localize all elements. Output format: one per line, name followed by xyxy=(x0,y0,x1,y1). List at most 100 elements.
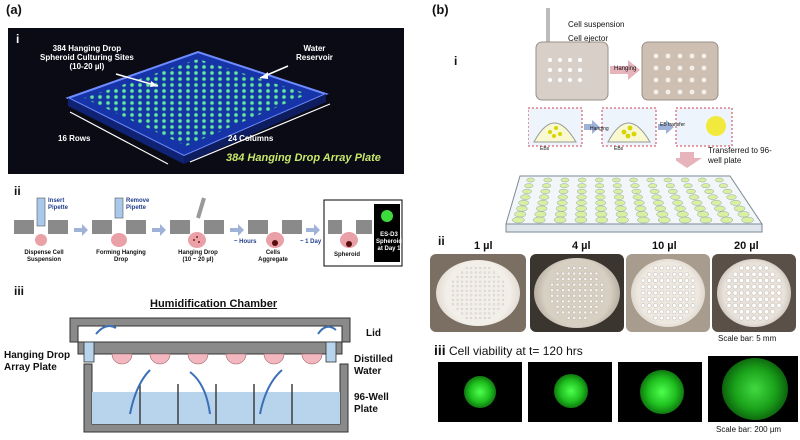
step3-graphic xyxy=(170,197,224,248)
lid-label: Lid xyxy=(366,328,381,339)
distilled-line2: Water xyxy=(354,366,382,377)
plate-title: 384 Hanging Drop Array Plate xyxy=(226,152,381,164)
step3-caption: Hanging Drop (10 ~ 20 µl) xyxy=(168,250,228,264)
rows-dimension xyxy=(69,111,169,165)
process-diagram xyxy=(14,197,403,267)
remove-line1: Remove xyxy=(126,198,150,204)
reservoir-label: Water Reservoir xyxy=(296,44,333,62)
es-line3: at Day 1 xyxy=(377,246,401,252)
viability-img-2 xyxy=(528,362,612,422)
b-ii-label: ii xyxy=(438,234,445,248)
viability-text: Cell viability at t= 120 hrs xyxy=(449,344,583,358)
step3-line2: (10 ~ 20 µl) xyxy=(182,257,214,263)
es-line1: ES-D3 xyxy=(380,232,398,238)
hd-plate-line2: Array Plate xyxy=(4,362,57,373)
hd-plate xyxy=(77,341,343,355)
step2-line1: Forming Hanging xyxy=(96,250,146,256)
chamber-title: Humidification Chamber xyxy=(150,298,278,310)
plate-photo xyxy=(8,28,404,174)
step3-line1: Hanging Drop xyxy=(178,250,218,256)
distilled-label: Distilled Water xyxy=(354,354,393,378)
hanging-small-label: Hanging xyxy=(590,126,609,132)
sites-label: 384 Hanging Drop Spheroid Culturing Site… xyxy=(40,44,134,71)
es-line2: Spheroid xyxy=(376,239,403,245)
step1-caption: Dispense Cell Suspension xyxy=(14,250,74,264)
well-plate-frame xyxy=(83,363,349,433)
step4-line1: Cells xyxy=(265,250,281,256)
a-ii-label: ii xyxy=(14,184,21,198)
eb-transfer-label: EB transfer xyxy=(660,122,686,128)
step1-graphic xyxy=(14,197,68,246)
cell-suspension-label: Cell suspension xyxy=(568,20,625,29)
hours-label: ~ Hours xyxy=(234,239,257,245)
hd-plate-label: Hanging Drop Array Plate xyxy=(4,350,70,374)
step5-graphic xyxy=(328,220,372,248)
ebs-label: EBs xyxy=(540,146,550,152)
spheroid-3 xyxy=(640,370,684,414)
step4-line2: Aggregate xyxy=(258,257,288,263)
plate-side-right xyxy=(184,94,326,164)
plate-side-left xyxy=(68,98,184,164)
viability-title: iii Cell viability at t= 120 hrs xyxy=(434,342,583,358)
b-iii-label: iii xyxy=(434,342,446,358)
petri-2 xyxy=(530,254,624,332)
arrow-3 xyxy=(230,224,244,236)
drop-arrays xyxy=(452,265,782,321)
a-iii-label: iii xyxy=(14,284,25,298)
step4-caption: Cells Aggregate xyxy=(248,250,298,264)
ejector xyxy=(546,8,550,48)
es-d3-caption: ES-D3 Spheroid at Day 1 xyxy=(376,232,402,253)
transferred-label: Transferred to 96- well plate xyxy=(708,146,772,166)
reservoir-line2: Reservoir xyxy=(296,53,333,62)
vol-2: 4 µl xyxy=(572,240,591,252)
b-i-label: i xyxy=(454,54,458,68)
sites-label-line1: 384 Hanging Drop xyxy=(52,44,122,53)
plate-drawing xyxy=(65,50,331,165)
columns-label: 24 Columns xyxy=(228,134,274,143)
vol-4: 20 µl xyxy=(734,240,759,252)
dish-after xyxy=(641,41,719,101)
insert-line2: Pipette xyxy=(48,205,69,211)
vol-1: 1 µl xyxy=(474,240,493,252)
chamber-diagram xyxy=(69,317,351,433)
hanging-label: Hanging xyxy=(614,66,637,72)
petri-1 xyxy=(430,254,526,332)
sites-label-line2: Spheroid Culturing Sites xyxy=(40,53,134,62)
dish-sequence xyxy=(535,8,719,101)
step2-caption: Forming Hanging Drop xyxy=(90,250,152,264)
scale-5mm: Scale bar: 5 mm xyxy=(718,334,777,343)
well-line1: 96-Well xyxy=(354,392,389,403)
well-dividers xyxy=(139,384,293,424)
step1-line2: Suspension xyxy=(26,257,61,263)
step1-line1: Dispense Cell xyxy=(24,250,64,256)
rows-label: 16 Rows xyxy=(58,134,91,143)
arrow-2 xyxy=(152,224,166,236)
arrow-4 xyxy=(306,224,320,236)
hd-plate-line1: Hanging Drop xyxy=(4,350,71,361)
columns-dimension xyxy=(189,103,331,163)
viability-img-4 xyxy=(708,356,798,422)
step5-caption: Spheroid xyxy=(334,252,361,258)
vapor-arrows xyxy=(95,325,337,415)
panel-a-letter: (a) xyxy=(6,2,22,17)
transferred-line1: Transferred to 96- xyxy=(708,146,772,155)
viability-img-3 xyxy=(618,362,702,422)
lid xyxy=(69,317,351,343)
a-i-label: i xyxy=(16,32,20,46)
distilled-line1: Distilled xyxy=(354,354,393,365)
spheroid-4 xyxy=(722,358,788,420)
transferred-line2: well plate xyxy=(708,156,742,165)
down-arrow xyxy=(676,152,702,168)
es-d3-spheroid xyxy=(381,210,393,222)
remove-line2: Pipette xyxy=(126,205,147,211)
sites-label-line3: (10-20 µl) xyxy=(69,62,105,71)
arrow-1 xyxy=(74,224,88,236)
drops xyxy=(111,353,323,365)
vol-3: 10 µl xyxy=(652,240,677,252)
insert-pipette-label: Insert Pipette xyxy=(48,198,68,212)
viability-img-1 xyxy=(438,362,522,422)
ebs-small-label: EBs xyxy=(614,146,624,152)
scale-200um: Scale bar: 200 µm xyxy=(716,425,782,434)
day-label: ~ 1 Day xyxy=(300,239,322,245)
remove-pipette-label: Remove Pipette xyxy=(126,198,149,212)
